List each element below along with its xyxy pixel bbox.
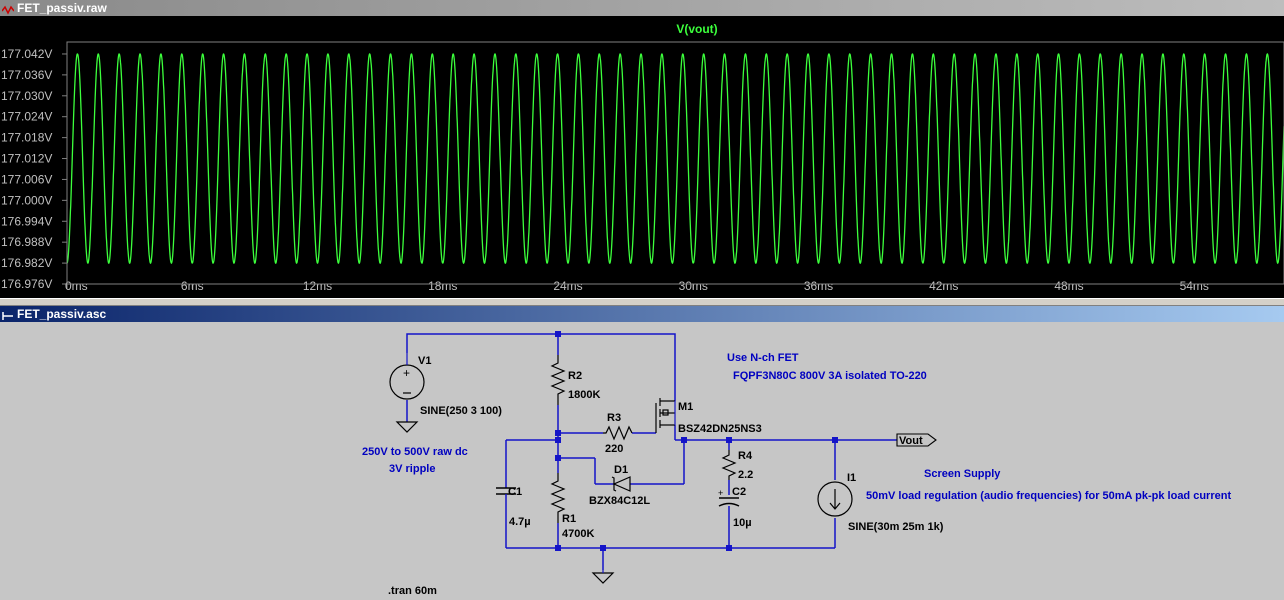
pane-splitter[interactable]: [0, 298, 1284, 306]
x-tick-label: 48ms: [1054, 279, 1083, 293]
c1-ref-label[interactable]: C1: [508, 486, 522, 498]
vout-net-flag[interactable]: Vout: [896, 433, 937, 447]
y-tick-label: 177.024V: [1, 110, 52, 124]
m1-nmos-transistor[interactable]: [655, 398, 676, 433]
r2-ref-label[interactable]: R2: [568, 370, 582, 382]
ground-symbol-main: [591, 570, 615, 584]
schematic-file-icon: [2, 309, 14, 320]
y-tick-label: 177.006V: [1, 172, 52, 186]
comment-ripple[interactable]: 3V ripple: [389, 463, 435, 475]
i1-current-source[interactable]: [817, 481, 853, 517]
m1-value-label[interactable]: BSZ42DN25NS3: [678, 423, 762, 435]
junction-dots: [555, 331, 838, 551]
waveform-plot-pane[interactable]: 177.042V 177.036V 177.030V 177.024V 177.018V…: [0, 16, 1284, 298]
x-tick-label: 24ms: [553, 279, 582, 293]
comment-screen-supply[interactable]: Screen Supply: [924, 468, 1001, 480]
x-tick-label: 18ms: [428, 279, 457, 293]
v1-voltage-source[interactable]: +: [389, 353, 425, 400]
schematic-canvas[interactable]: [0, 322, 1284, 600]
r1-ref-label[interactable]: R1: [562, 513, 576, 525]
v1-ref-label[interactable]: V1: [418, 355, 431, 367]
ground-symbol-v1: [395, 421, 419, 433]
schematic-drawing[interactable]: + +: [0, 306, 1284, 600]
r3-ref-label[interactable]: R3: [607, 412, 621, 424]
y-tick-label: 177.030V: [1, 89, 52, 103]
r4-ref-label[interactable]: R4: [738, 450, 753, 462]
schematic-wires: [406, 333, 920, 570]
x-tick-label: 12ms: [303, 279, 332, 293]
d1-value-label[interactable]: BZX84C12L: [589, 495, 650, 507]
r3-value-label[interactable]: 220: [605, 443, 623, 455]
plot-frame: [66, 41, 1284, 285]
waveform-file-icon: [1, 3, 15, 15]
d1-zener-diode[interactable]: [611, 476, 631, 492]
comment-fet-type[interactable]: Use N-ch FET: [727, 352, 799, 364]
waveform-window-titlebar[interactable]: FET_passiv.raw: [0, 0, 1284, 16]
y-tick-label: 177.042V: [1, 47, 52, 61]
r1-resistor[interactable]: [550, 473, 566, 523]
schematic-window-title: FET_passiv.asc: [17, 307, 107, 321]
r1-value-label[interactable]: 4700K: [562, 528, 594, 540]
c2-value-label[interactable]: 10µ: [733, 517, 752, 529]
svg-text:+: +: [403, 366, 410, 380]
i1-value-label[interactable]: SINE(30m 25m 1k): [848, 521, 944, 533]
x-tick-label: 0ms: [65, 279, 88, 293]
schematic-comments: 250V to 500V raw dc 3V ripple Use N-ch F…: [362, 352, 1231, 502]
y-tick-label: 176.988V: [1, 235, 52, 249]
schematic-window-titlebar[interactable]: FET_passiv.asc: [0, 306, 1284, 322]
series-vout-line: [66, 53, 1284, 265]
d1-ref-label[interactable]: D1: [614, 464, 628, 476]
r4-resistor[interactable]: [721, 450, 737, 480]
c1-capacitor[interactable]: [496, 487, 516, 513]
comment-supply-range[interactable]: 250V to 500V raw dc: [362, 446, 468, 458]
trace-name-label[interactable]: V(vout): [676, 22, 717, 36]
r2-resistor[interactable]: [550, 355, 566, 405]
v1-value-label[interactable]: SINE(250 3 100): [420, 405, 502, 417]
y-tick-label: 177.036V: [1, 68, 52, 82]
i1-ref-label[interactable]: I1: [847, 472, 856, 484]
y-tick-label: 176.994V: [1, 214, 52, 228]
x-tick-label: 6ms: [181, 279, 204, 293]
x-tick-label: 54ms: [1180, 279, 1209, 293]
m1-ref-label[interactable]: M1: [678, 401, 693, 413]
waveform-window-title: FET_passiv.raw: [17, 1, 107, 15]
comment-fet-part[interactable]: FQPF3N80C 800V 3A isolated TO-220: [733, 370, 927, 382]
y-tick-label: 176.982V: [1, 256, 52, 270]
x-tick-label: 30ms: [679, 279, 708, 293]
c2-capacitor[interactable]: +: [718, 488, 740, 507]
y-tick-label: 177.000V: [1, 193, 52, 207]
vout-net-label: Vout: [899, 435, 923, 447]
c1-value-label[interactable]: 4.7µ: [509, 516, 531, 528]
svg-text:+: +: [718, 488, 723, 498]
component-labels: V1 SINE(250 3 100) R2 1800K R3 220 M1 BS…: [388, 355, 944, 597]
x-tick-label: 42ms: [929, 279, 958, 293]
y-tick-label: 177.012V: [1, 152, 52, 166]
tran-directive[interactable]: .tran 60m: [388, 585, 437, 597]
r3-resistor[interactable]: [603, 425, 633, 441]
r2-value-label[interactable]: 1800K: [568, 389, 600, 401]
waveform-chart[interactable]: 177.042V 177.036V 177.030V 177.024V 177.018V…: [0, 16, 1284, 298]
c2-ref-label[interactable]: C2: [732, 486, 746, 498]
y-tick-label: 176.976V: [1, 277, 52, 291]
y-tick-label: 177.018V: [1, 131, 52, 145]
x-tick-label: 36ms: [804, 279, 833, 293]
r4-value-label[interactable]: 2.2: [738, 469, 753, 481]
comment-load-regulation[interactable]: 50mV load regulation (audio frequencies)…: [866, 490, 1231, 502]
